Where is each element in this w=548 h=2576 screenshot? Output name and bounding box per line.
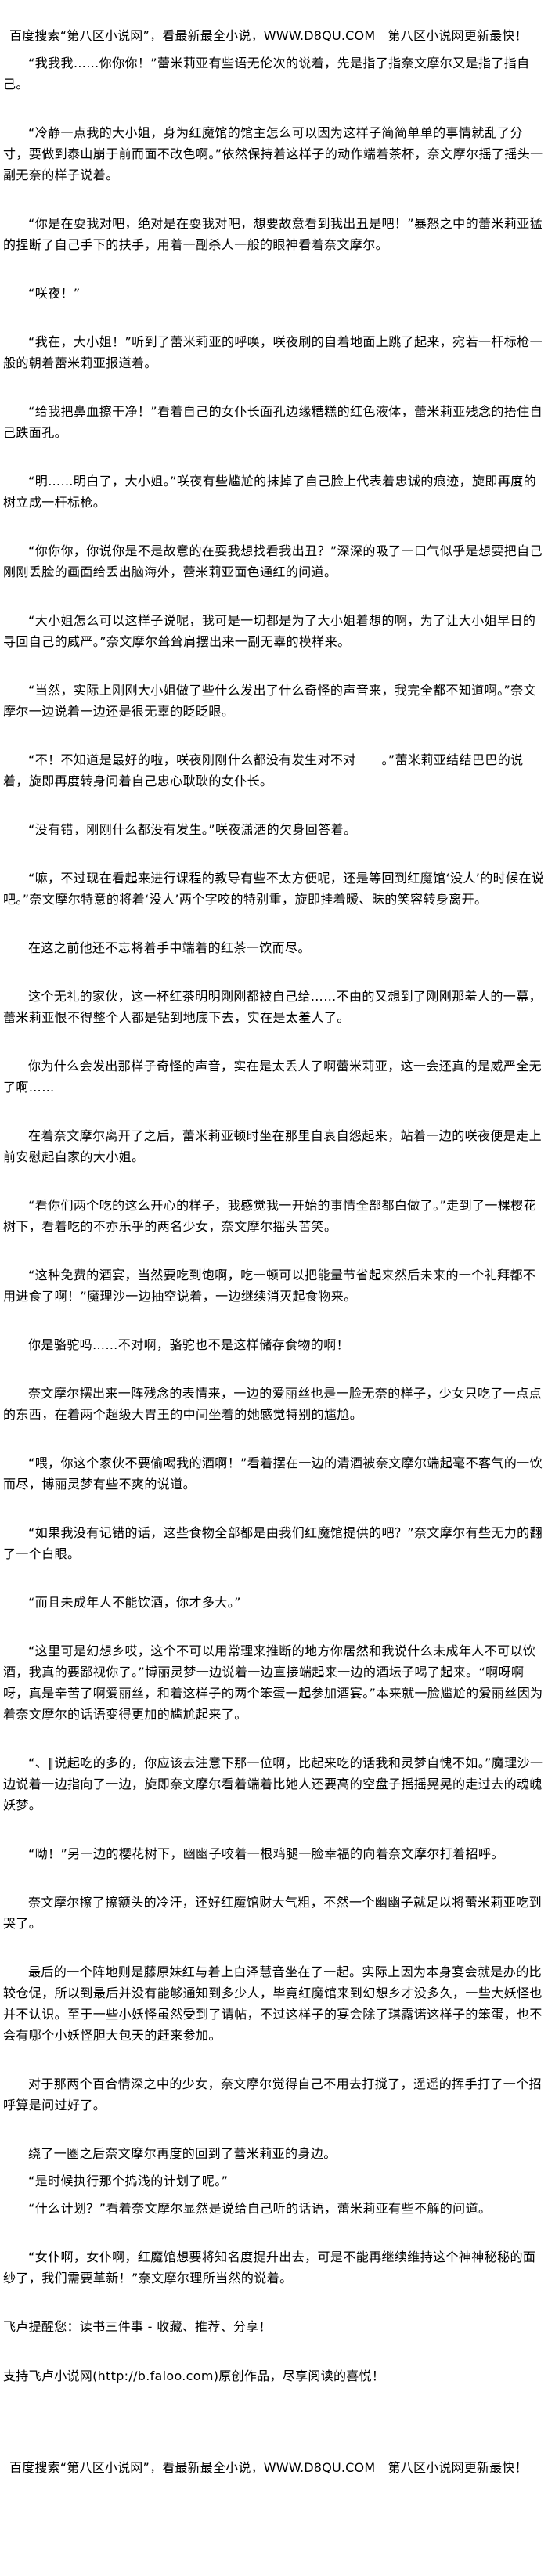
support-note: 支持飞卢小说网(http://b.faloo.com)原创作品，尽享阅读的喜悦！ (3, 2369, 385, 2383)
reminder-note: 飞卢提醒您：读书三件事 - 收藏、推荐、分享！ (3, 2319, 272, 2334)
story-paragraph: “当然，实际上刚刚大小姐做了些什么发出了什么奇怪的声音来，我完全都不知道啊。”奈… (3, 683, 536, 719)
story-paragraph: “女仆啊，女仆啊，红魔馆想要将知名度提升出去，可是不能再继续维持这个神神秘秘的面… (3, 2249, 536, 2286)
story-paragraph: 你为什么会发出那样子奇怪的声音，实在是太丢人了啊蕾米莉亚，这一会还真的是威严全无… (3, 1059, 543, 1095)
story-paragraph: “我我我……你你你！”蕾米莉亚有些语无伦次的说着，先是指了指奈文摩尔又是指了指自… (3, 56, 530, 92)
story-paragraph: “不！不知道是最好的啦，咲夜刚刚什么都没有发生对不对 。”蕾米莉亚结结巴巴的说着… (3, 752, 524, 788)
footer-site-banner: 百度搜索“第八区小说网”，看最新最全小说，WWW.D8QU.COM 第八区小说网… (9, 2460, 528, 2475)
story-paragraph: “你是在耍我对吧，绝对是在耍我对吧，想要故意看到我出丑是吧！”暴怒之中的蕾米莉亚… (3, 216, 543, 252)
story-paragraph: “喂，你这个家伙不要偷喝我的酒啊！”看着摆在一边的清酒被奈文摩尔端起毫不客气的一… (3, 1456, 543, 1492)
story-paragraph: “我在，大小姐！”听到了蕾米莉亚的呼唤，咲夜刷的自着地面上跳了起来，宛若一杆标枪… (3, 334, 543, 370)
story-paragraph: “、‖说起吃的多的，你应该去注意下那一位啊，比起来吃的话我和灵梦自愧不如。”魔理… (3, 1755, 543, 1813)
story-paragraph: 绕了一圈之后奈文摩尔再度的回到了蕾米莉亚的身边。 (28, 2146, 337, 2161)
story-paragraph: “而且未成年人不能饮酒，你才多大。” (28, 1595, 241, 1610)
header-site-banner: 百度搜索“第八区小说网”，看最新最全小说，WWW.D8QU.COM 第八区小说网… (9, 28, 528, 43)
story-paragraph: 奈文摩尔摆出来一阵残念的表情来，一边的爱丽丝也是一脸无奈的样子，少女只吃了一点点… (3, 1386, 543, 1422)
story-paragraph: “咲夜！” (28, 286, 81, 301)
story-paragraph: “明……明白了，大小姐。”咲夜有些尴尬的抹掉了自己脸上代表着忠诚的痕迹，旋即再度… (3, 474, 536, 510)
story-paragraph: “这里可是幻想乡哎，这个不可以用常理来推断的地方你居然和我说什么未成年人不可以饮… (3, 1643, 543, 1722)
chapter-page: 百度搜索“第八区小说网”，看最新最全小说，WWW.D8QU.COM 第八区小说网… (3, 28, 545, 2475)
story-paragraph: “大小姐怎么可以这样子说呢，我可是一切都是为了大小姐着想的啊，为了让大小姐早日的… (3, 613, 536, 649)
story-paragraph: “这种免费的酒宴，当然要吃到饱啊，吃一顿可以把能量节省起来然后未来的一个礼拜都不… (3, 1268, 536, 1304)
chapter-body: “我我我……你你你！”蕾米莉亚有些语无伦次的说着，先是指了指奈文摩尔又是指了指自… (3, 52, 545, 2289)
story-paragraph: “看你们两个吃的这么开心的样子，我感觉我一开始的事情全部都白做了。”走到了一棵樱… (3, 1198, 536, 1234)
story-paragraph: 在着奈文摩尔离开了之后，蕾米莉亚顿时坐在那里自哀自怨起来，站着一边的咲夜便是走上… (3, 1128, 543, 1164)
story-paragraph: “冷静一点我的大小姐，身为红魔馆的馆主怎么可以因为这样子简简单单的事情就乱了分寸… (3, 125, 543, 182)
story-paragraph: 在这之前他还不忘将着手中端着的红茶一饮而尽。 (28, 940, 311, 955)
story-paragraph: “是时候执行那个捣浅的计划了呢。” (28, 2174, 229, 2188)
story-paragraph: 你是骆驼吗……不对啊，骆驼也不是这样储存食物的啊！ (28, 1337, 350, 1352)
story-paragraph: “嘛，不过现在看起来进行课程的教导有些不太方便呢，还是等回到红魔馆‘没人’的时候… (3, 871, 545, 907)
story-paragraph: “给我把鼻血擦干净！”看着自己的女仆长面孔边缘糟糕的红色液体，蕾米莉亚残念的捂住… (3, 404, 543, 440)
story-paragraph: 最后的一个阵地则是藤原妹红与着上白泽慧音坐在了一起。实际上因为本身宴会就是办的比… (3, 1964, 543, 2043)
story-paragraph: “呦！”另一边的樱花树下，幽幽子咬着一根鸡腿一脸幸福的向着奈文摩尔打着招呼。 (28, 1846, 504, 1861)
story-paragraph: 这个无礼的家伙，这一杯红茶明明刚刚都被自己给……不由的又想到了刚刚那羞人的一幕，… (3, 989, 543, 1025)
story-paragraph: 对于那两个百合情深之中的少女，奈文摩尔觉得自己不用去打搅了，遥遥的挥手打了一个招… (3, 2076, 543, 2112)
story-paragraph: “没有错，刚刚什么都没有发生。”咲夜潇洒的欠身回答着。 (28, 822, 357, 837)
story-paragraph: “你你你，你说你是不是故意的在耍我想找看我出丑？”深深的吸了一口气似乎是想要把自… (3, 543, 543, 579)
story-paragraph: “如果我没有记错的话，这些食物全部都是由我们红魔馆提供的吧？”奈文摩尔有些无力的… (3, 1525, 543, 1561)
story-paragraph: “什么计划？”看着奈文摩尔显然是说给自己听的话语，蕾米莉亚有些不解的问道。 (28, 2201, 492, 2216)
story-paragraph: 奈文摩尔擦了擦额头的冷汗，还好红魔馆财大气粗，不然一个幽幽子就足以将蕾米莉亚吃到… (3, 1895, 543, 1931)
